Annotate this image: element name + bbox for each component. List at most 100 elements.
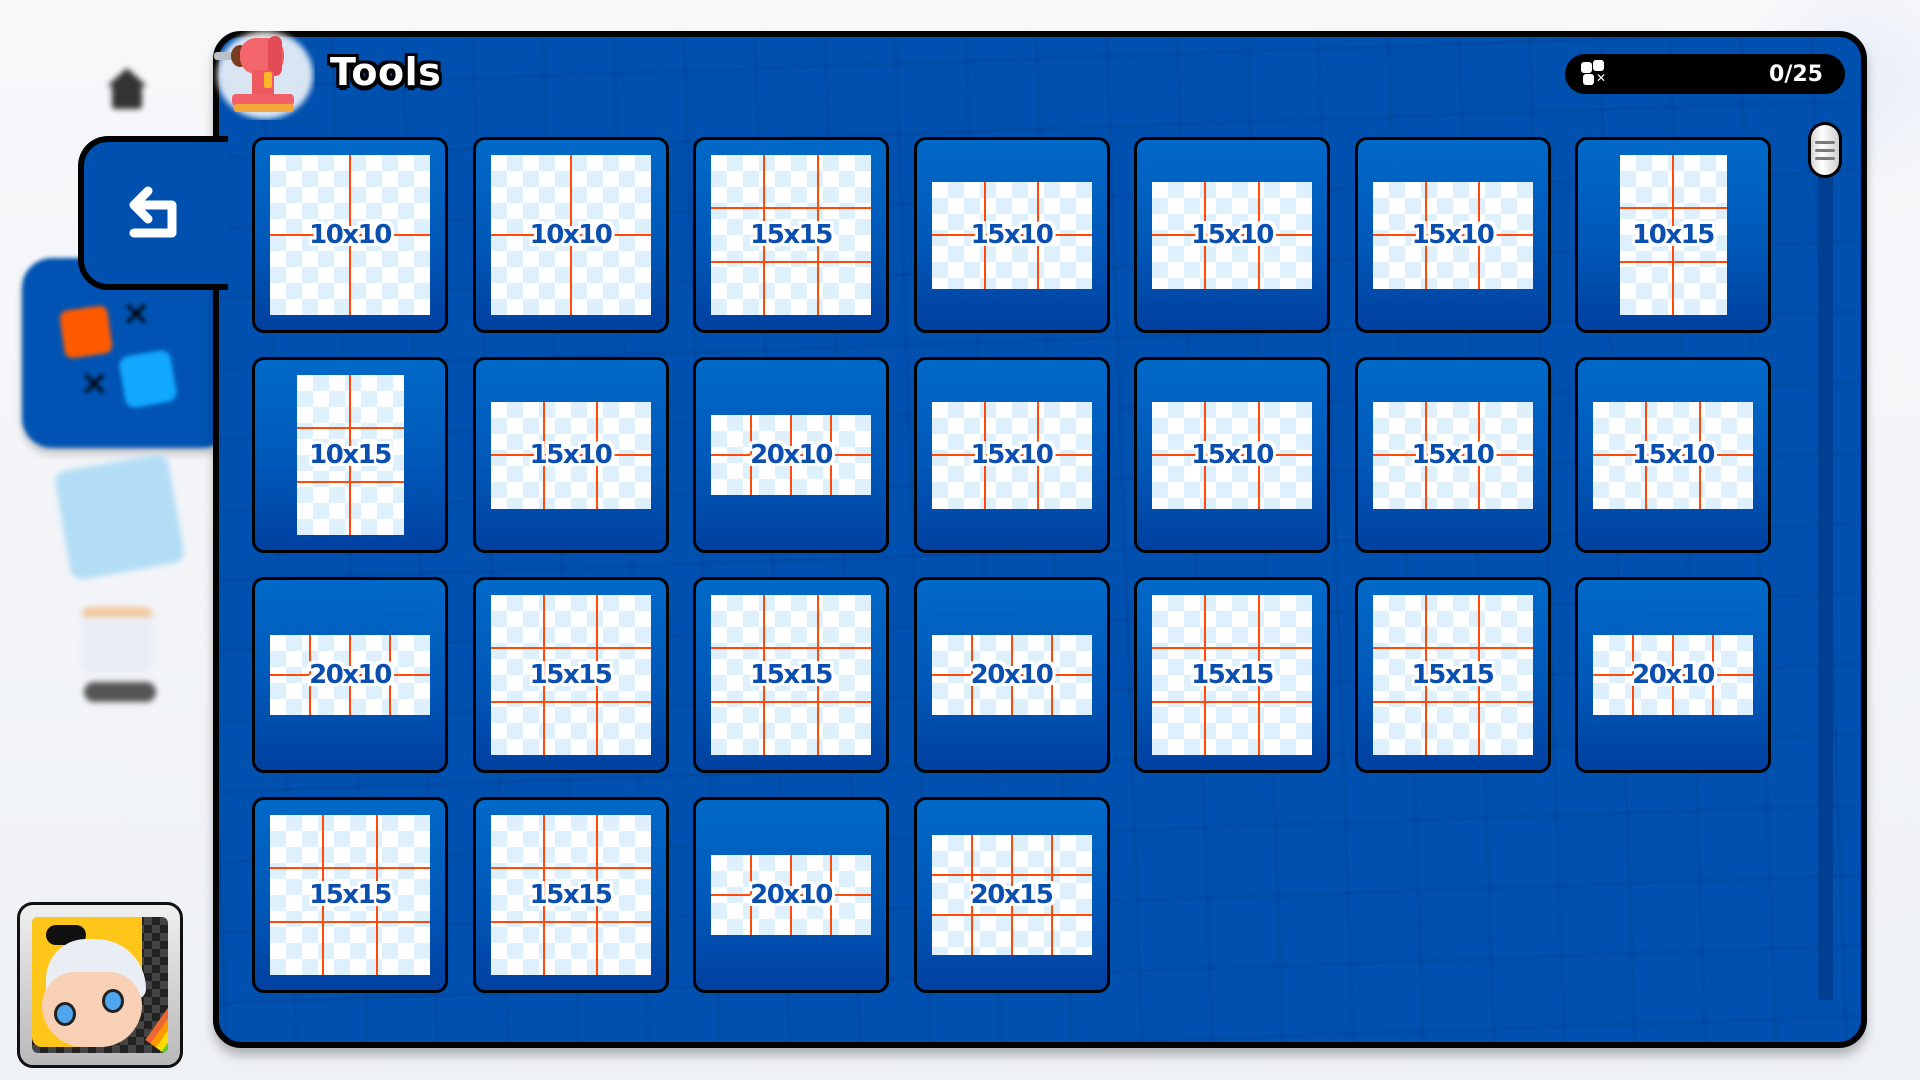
tool-thumbnail: 15x15 xyxy=(1152,595,1312,755)
tool-card[interactable]: 20x10 xyxy=(252,577,448,773)
tool-thumbnail: 20x15 xyxy=(931,835,1092,955)
grid-line xyxy=(1672,155,1674,315)
tool-thumbnail: 10x15 xyxy=(1619,155,1727,315)
grid-line xyxy=(970,835,973,955)
sidebar-item-cards[interactable] xyxy=(53,452,186,582)
grid-line xyxy=(1152,234,1312,236)
tool-size-label: 15x15 xyxy=(750,220,833,250)
grid-line xyxy=(1619,260,1727,263)
grid-line xyxy=(1372,234,1533,236)
cyan-square-icon xyxy=(117,348,179,410)
grid-line xyxy=(542,815,545,975)
tool-card[interactable]: 15x15 xyxy=(472,797,669,993)
grid-line xyxy=(763,595,766,755)
tool-card[interactable]: 10x10 xyxy=(252,137,448,333)
grid-line xyxy=(711,700,871,703)
grid-line xyxy=(816,595,819,755)
tool-size-label: 15x15 xyxy=(750,660,833,690)
tool-card[interactable]: 20x10 xyxy=(1575,577,1771,773)
tool-card[interactable]: 15x15 xyxy=(1354,577,1551,773)
scrollbar-track[interactable] xyxy=(1818,150,1833,1000)
grid-line xyxy=(490,920,651,923)
tool-card[interactable]: 20x15 xyxy=(913,797,1110,993)
tool-thumbnail: 15x15 xyxy=(270,815,430,975)
grid-line xyxy=(296,427,404,430)
player-avatar[interactable] xyxy=(17,902,183,1068)
grid-line xyxy=(1050,835,1053,955)
tool-card[interactable]: 15x15 xyxy=(472,577,669,773)
tool-thumbnail: 15x15 xyxy=(490,815,651,975)
back-arrow-icon xyxy=(129,186,177,238)
grid-line xyxy=(270,920,430,923)
progress-count: 0/25 xyxy=(1769,61,1823,87)
grid-line xyxy=(1619,207,1727,210)
grid-line xyxy=(1010,835,1013,955)
drill-icon xyxy=(214,31,313,119)
tool-card[interactable]: 15x10 xyxy=(472,357,669,553)
tool-card[interactable]: 15x15 xyxy=(693,577,889,773)
tool-card[interactable]: 15x10 xyxy=(1354,357,1551,553)
back-button[interactable] xyxy=(78,136,228,290)
tool-card[interactable]: 20x10 xyxy=(693,797,889,993)
tool-card[interactable]: 15x10 xyxy=(1575,357,1771,553)
puzzle-pieces-icon: ✕ xyxy=(1579,58,1611,90)
tool-size-label: 20x10 xyxy=(1632,660,1715,690)
grid-line xyxy=(1372,454,1533,456)
x-mark-icon: ✕ xyxy=(122,295,151,335)
tool-card[interactable]: 20x10 xyxy=(693,357,889,553)
tool-card[interactable]: 10x10 xyxy=(472,137,669,333)
tool-thumbnail: 15x15 xyxy=(711,155,871,315)
tool-thumbnail: 10x15 xyxy=(296,375,404,535)
grid-line xyxy=(322,815,325,975)
tool-size-label: 15x15 xyxy=(1411,660,1495,690)
scrollbar-thumb[interactable] xyxy=(1808,122,1842,178)
grid-line xyxy=(1424,595,1427,755)
tool-size-label: 15x10 xyxy=(970,440,1054,470)
tool-card[interactable]: 15x10 xyxy=(913,137,1110,333)
grid-line xyxy=(596,595,599,755)
tool-size-label: 15x10 xyxy=(1191,440,1274,470)
grid-line xyxy=(490,700,651,703)
tool-card[interactable]: 15x15 xyxy=(1134,577,1330,773)
tool-thumbnail: 15x10 xyxy=(1372,401,1533,509)
grid-line xyxy=(270,234,430,236)
grid-line xyxy=(1372,700,1533,703)
tool-card[interactable]: 10x15 xyxy=(252,357,448,553)
sidebar-item-calendar[interactable] xyxy=(82,607,152,672)
tool-card[interactable]: 15x10 xyxy=(1134,357,1330,553)
calendar-label xyxy=(84,682,156,702)
tool-thumbnail: 20x10 xyxy=(1593,635,1753,715)
tool-card[interactable]: 15x15 xyxy=(693,137,889,333)
tool-thumbnail: 15x10 xyxy=(1372,181,1533,289)
tool-card[interactable]: 15x10 xyxy=(913,357,1110,553)
grid-line xyxy=(931,674,1092,676)
grid-line xyxy=(1593,674,1753,676)
home-icon[interactable] xyxy=(104,68,150,114)
tool-card[interactable]: 15x10 xyxy=(1134,137,1330,333)
grid-line xyxy=(270,867,430,870)
tool-size-label: 20x10 xyxy=(750,440,833,470)
grid-line xyxy=(1372,647,1533,650)
tool-card[interactable]: 10x15 xyxy=(1575,137,1771,333)
tool-size-label: 15x15 xyxy=(529,880,613,910)
tool-card[interactable]: 20x10 xyxy=(913,577,1110,773)
orange-square-icon xyxy=(58,304,114,360)
tool-size-label: 10x10 xyxy=(309,220,392,250)
grid-line xyxy=(296,480,404,483)
tool-size-label: 15x10 xyxy=(970,220,1054,250)
tool-size-label: 10x15 xyxy=(309,440,392,470)
grid-line xyxy=(542,595,545,755)
grid-line xyxy=(931,234,1092,236)
grid-line xyxy=(931,874,1092,876)
tool-thumbnail: 20x10 xyxy=(711,415,871,495)
progress-counter: ✕ 0/25 xyxy=(1565,54,1845,94)
grid-line xyxy=(490,454,651,456)
grid-line xyxy=(711,207,871,210)
grid-line xyxy=(375,815,378,975)
grid-line xyxy=(931,454,1092,456)
grid-line xyxy=(816,155,819,315)
grid-line xyxy=(490,234,651,236)
tool-card[interactable]: 15x15 xyxy=(252,797,448,993)
grid-line xyxy=(1152,700,1312,703)
tool-card[interactable]: 15x10 xyxy=(1354,137,1551,333)
